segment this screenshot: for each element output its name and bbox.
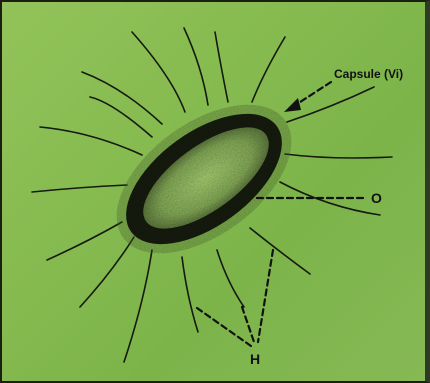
flagellum: [252, 37, 285, 102]
flagellum: [184, 28, 208, 105]
flagellum: [285, 154, 392, 158]
flagellum: [287, 87, 374, 122]
flagellum: [217, 250, 244, 307]
flagellar-antigen-label: H: [250, 351, 260, 367]
flagella-leader-line: [242, 307, 254, 342]
flagellum: [80, 237, 134, 307]
flagellum: [215, 32, 228, 102]
flagellum: [250, 228, 310, 274]
capsule-leader-line: [294, 82, 331, 106]
capsule-label: Capsule (Vi): [334, 67, 403, 81]
somatic-antigen-label: O: [371, 190, 382, 206]
flagellum: [90, 97, 152, 137]
flagellum: [132, 32, 185, 112]
flagellum: [47, 222, 122, 260]
flagellum: [40, 127, 142, 155]
flagellum: [124, 250, 152, 362]
flagella-leader-line: [258, 250, 273, 342]
flagella-leader-line: [197, 308, 251, 346]
flagellum: [32, 185, 127, 192]
capsule-arrowhead: [284, 98, 301, 112]
flagellum: [182, 257, 198, 332]
